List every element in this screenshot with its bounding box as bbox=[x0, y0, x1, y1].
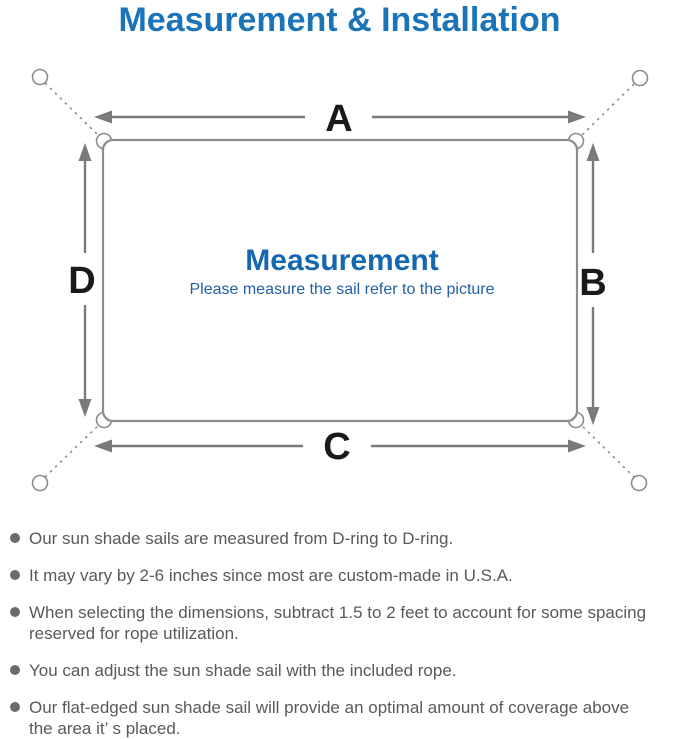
dimension-label-c: C bbox=[323, 426, 350, 468]
arrow-d-down-head-icon bbox=[78, 399, 92, 417]
sail-outline bbox=[101, 138, 579, 423]
notes-list: Our sun shade sails are measured from D-… bbox=[10, 528, 670, 739]
note-item: It may vary by 2-6 inches since most are… bbox=[10, 565, 670, 586]
note-item: When selecting the dimensions, subtract … bbox=[10, 602, 670, 644]
bullet-icon bbox=[10, 702, 20, 712]
note-text: Our flat-edged sun shade sail will provi… bbox=[29, 698, 630, 738]
dimension-label-a: A bbox=[325, 98, 352, 140]
diagram-center-subtitle: Please measure the sail refer to the pic… bbox=[189, 281, 494, 298]
bullet-icon bbox=[10, 533, 20, 543]
anchor-ring-bottom-left-icon bbox=[31, 474, 49, 492]
page-title: Measurement & Installation bbox=[118, 1, 561, 39]
dimension-label-d: D bbox=[68, 260, 95, 302]
arrow-b-up-head-icon bbox=[586, 143, 600, 161]
arrow-a-right-head-icon bbox=[568, 110, 586, 124]
bullet-icon bbox=[10, 665, 20, 675]
arrow-c-left-head-icon bbox=[94, 439, 112, 453]
anchor-ring-top-left-icon bbox=[31, 68, 49, 86]
arrow-b-down-head-icon bbox=[586, 407, 600, 425]
measurement-diagram: A C D B Measurement Please measure the s… bbox=[31, 68, 649, 492]
note-item: You can adjust the sun shade sail with t… bbox=[10, 660, 670, 681]
anchor-ring-bottom-right-icon bbox=[630, 474, 648, 492]
note-text: Our sun shade sails are measured from D-… bbox=[29, 529, 454, 548]
note-item: Our flat-edged sun shade sail will provi… bbox=[10, 697, 670, 739]
dotted-line-bottom-left bbox=[44, 421, 103, 478]
anchor-ring-top-right-icon bbox=[631, 69, 649, 87]
note-text: You can adjust the sun shade sail with t… bbox=[29, 661, 457, 680]
bullet-icon bbox=[10, 607, 20, 617]
dotted-line-bottom-right bbox=[577, 421, 635, 478]
dotted-line-top-left bbox=[44, 82, 103, 140]
arrow-d-up-head-icon bbox=[78, 143, 92, 161]
dotted-line-top-right bbox=[577, 83, 635, 140]
diagram-center-title: Measurement bbox=[245, 244, 438, 277]
bullet-icon bbox=[10, 570, 20, 580]
arrow-c-right-head-icon bbox=[568, 439, 586, 453]
note-text: When selecting the dimensions, subtract … bbox=[29, 603, 647, 643]
dimension-label-b: B bbox=[579, 262, 606, 304]
note-text: It may vary by 2-6 inches since most are… bbox=[29, 566, 513, 585]
note-item: Our sun shade sails are measured from D-… bbox=[10, 528, 670, 549]
arrow-a-left-head-icon bbox=[94, 110, 112, 124]
